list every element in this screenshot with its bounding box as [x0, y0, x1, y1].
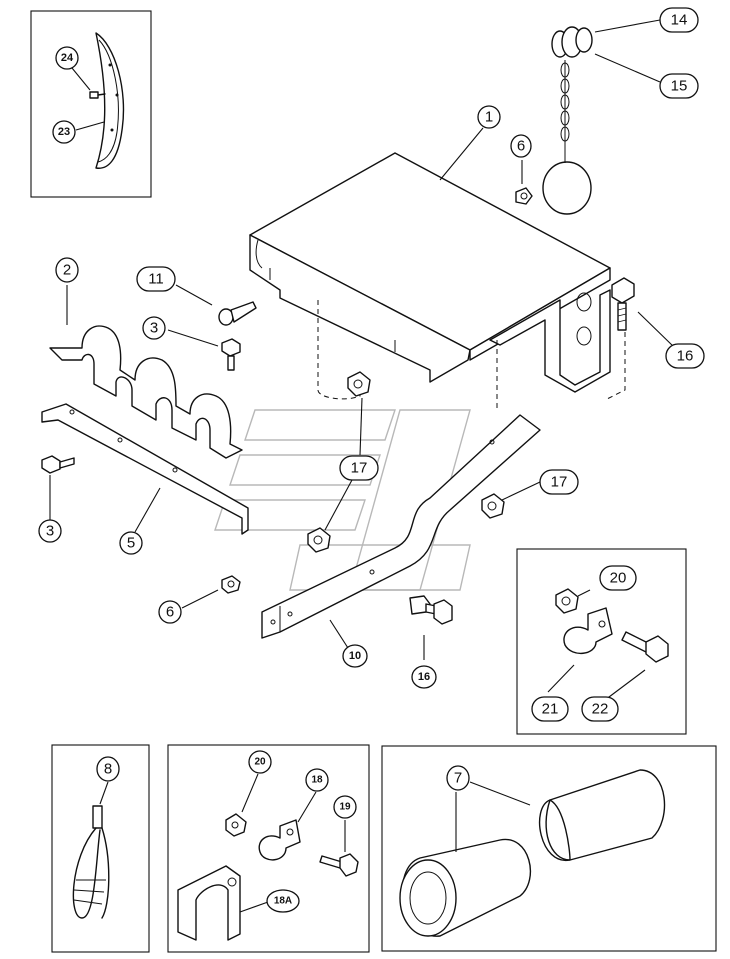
- clamp-21: [547, 607, 613, 693]
- callout-20-clip: 20: [248, 750, 272, 774]
- bolt-3-upper: [167, 329, 241, 371]
- callout-16-right: 16: [665, 343, 705, 369]
- cover-part-1: [249, 152, 626, 410]
- clip-18a: [177, 865, 269, 941]
- callout-21-label: 21: [542, 701, 559, 718]
- nut-6-top: [515, 160, 533, 205]
- callout-18a-label: 18A: [274, 896, 292, 907]
- clip-18: [258, 791, 317, 861]
- callout-1: 1: [439, 105, 501, 181]
- callout-2-label: 2: [63, 262, 71, 279]
- callout-18: 18: [305, 768, 329, 792]
- callout-18-label: 18: [311, 775, 323, 786]
- callout-16-lower: 16: [411, 665, 437, 689]
- callout-21: 21: [531, 696, 569, 722]
- callout-8-label: 8: [104, 761, 112, 778]
- callout-5-label: 5: [127, 535, 135, 552]
- callout-1-label: 1: [485, 109, 493, 126]
- callout-17-right-label: 17: [551, 474, 568, 491]
- callout-7-label: 7: [454, 770, 462, 787]
- nut-17-upper: [347, 371, 371, 456]
- inset-box-tube: [381, 745, 717, 952]
- nut-6-lower: [181, 575, 241, 609]
- callout-15: 15: [659, 73, 699, 99]
- callout-6-lower: 6: [158, 600, 182, 624]
- callout-14-label: 14: [671, 12, 688, 29]
- bolt-22: [604, 631, 669, 701]
- bracket-2: [49, 285, 243, 459]
- callout-18a: 18A: [266, 889, 300, 913]
- callout-3-lower-label: 3: [46, 523, 54, 540]
- callout-2: 2: [55, 257, 79, 283]
- callout-17-left: 17: [339, 455, 379, 481]
- inset-box-tie: [51, 744, 150, 953]
- callout-24-label: 24: [61, 52, 74, 64]
- callout-11-label: 11: [148, 271, 164, 288]
- bar-10: [261, 414, 541, 649]
- callout-20-inset: 20: [599, 565, 637, 591]
- callout-14: 14: [659, 7, 699, 33]
- callout-10: 10: [342, 644, 368, 668]
- nut-17-right: [481, 481, 541, 519]
- nut-20-clip: [225, 773, 259, 837]
- inset-box-shield: [30, 10, 152, 198]
- callout-6-lower-label: 6: [166, 604, 174, 621]
- callout-17-right: 17: [539, 469, 579, 495]
- callout-10-label: 10: [349, 650, 361, 662]
- callout-3-upper: 3: [142, 316, 166, 340]
- bolt-16-lower: [409, 595, 453, 660]
- screw-24: [89, 91, 106, 99]
- callout-20-clip-label: 20: [254, 757, 266, 768]
- inset-box-clamp: [516, 548, 687, 735]
- callout-16-lower-label: 16: [418, 671, 430, 683]
- plug-and-chain: [542, 19, 661, 215]
- bolt-16-right: [611, 277, 676, 349]
- callout-8: 8: [96, 756, 120, 782]
- callout-19-label: 19: [339, 802, 351, 813]
- shield-strip: [95, 32, 125, 169]
- callout-20-inset-label: 20: [610, 570, 627, 587]
- callout-6-top-label: 6: [517, 138, 525, 155]
- callout-11: 11: [136, 266, 176, 292]
- tube-7-left: [399, 838, 532, 937]
- callout-23-label: 23: [58, 126, 70, 138]
- callout-15-label: 15: [671, 78, 688, 95]
- tube-7-right: [538, 769, 666, 861]
- callout-3-upper-label: 3: [150, 320, 158, 337]
- nut-17-lower: [307, 479, 353, 553]
- bolt-11: [175, 284, 257, 326]
- callout-22-label: 22: [592, 701, 609, 718]
- callout-24: 24: [55, 46, 79, 70]
- bolt-3-lower: [41, 455, 75, 520]
- nut-20-inset: [555, 588, 591, 614]
- callout-17-left-label: 17: [351, 460, 368, 477]
- callout-6-top: 6: [510, 134, 532, 158]
- callout-5: 5: [119, 531, 143, 555]
- callout-23: 23: [52, 120, 76, 144]
- callout-7: 7: [446, 765, 470, 791]
- inset-box-clip: [167, 744, 370, 953]
- callout-22: 22: [581, 696, 619, 722]
- strap-5: [41, 403, 249, 535]
- callout-3-lower: 3: [38, 519, 62, 543]
- callout-16-right-label: 16: [677, 348, 694, 365]
- callout-19: 19: [333, 795, 357, 819]
- bolt-19: [319, 820, 359, 877]
